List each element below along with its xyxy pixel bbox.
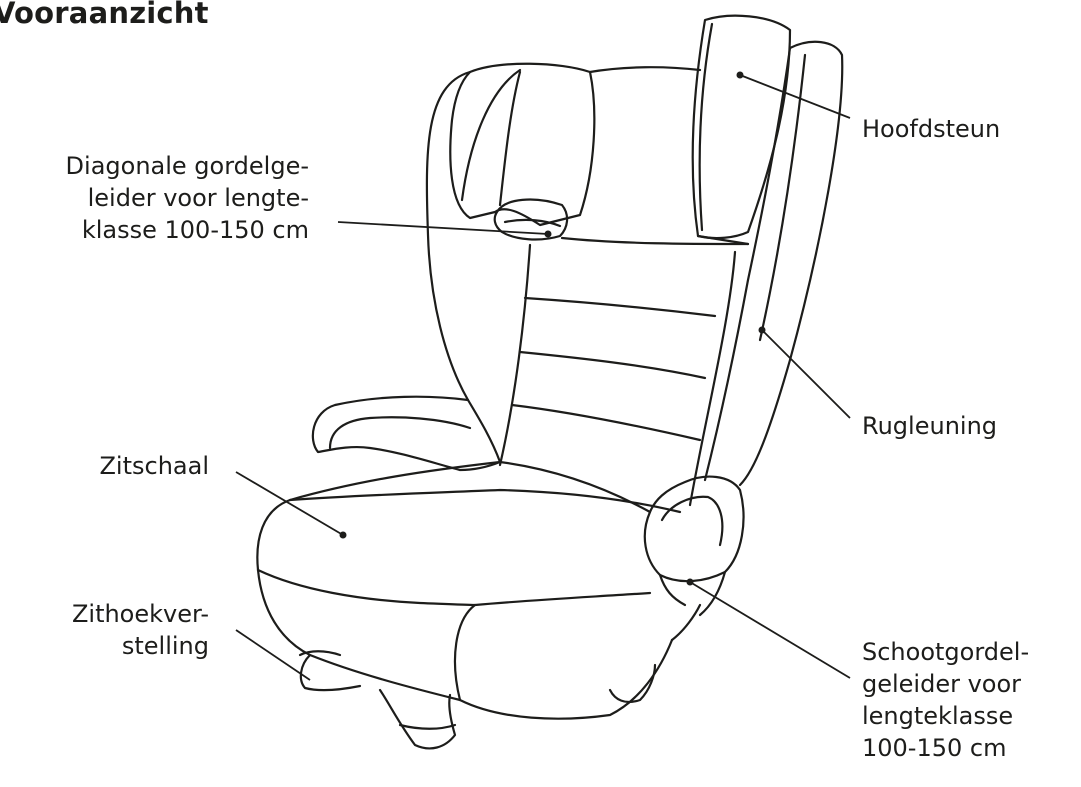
leader-headrest xyxy=(739,74,851,119)
left-armrest xyxy=(311,395,502,472)
right-armrest xyxy=(643,475,745,583)
diagonal-belt-clip xyxy=(493,198,569,241)
base-leg xyxy=(378,688,457,750)
leader-backrest xyxy=(761,329,851,419)
left-wing-inner xyxy=(460,68,522,202)
back-strap-3 xyxy=(510,403,702,442)
label-lap-belt-guide: Schootgordel- geleider voor lengteklasse… xyxy=(862,638,1030,762)
leader-lines xyxy=(235,71,851,681)
backrest-side xyxy=(738,40,844,487)
label-headrest: Hoofdsteun xyxy=(862,115,1001,143)
leader-diagonal-guide xyxy=(337,221,549,235)
seat-front xyxy=(453,591,652,702)
headrest xyxy=(691,14,792,240)
car-seat-drawing xyxy=(256,14,844,750)
back-panel xyxy=(498,243,532,467)
seat-cushion xyxy=(256,460,502,702)
left-headrest-inner xyxy=(498,70,522,207)
left-wing xyxy=(425,70,502,464)
leader-seat-shell xyxy=(235,471,344,536)
label-diagonal-belt-guide: Diagonale gordelge- leider voor lengte- … xyxy=(65,152,309,244)
leader-recline xyxy=(235,629,311,681)
page-title: Vooraanzicht xyxy=(0,0,209,30)
label-seat-shell: Zitschaal xyxy=(99,452,209,480)
back-top xyxy=(588,66,702,74)
base-front xyxy=(299,653,362,692)
back-strap-1 xyxy=(523,296,717,318)
label-recline-adjustment: Zithoekver- stelling xyxy=(71,600,209,660)
label-backrest: Rugleuning xyxy=(862,412,998,440)
back-strap-2 xyxy=(518,350,707,380)
leader-lap-guide xyxy=(689,581,851,679)
